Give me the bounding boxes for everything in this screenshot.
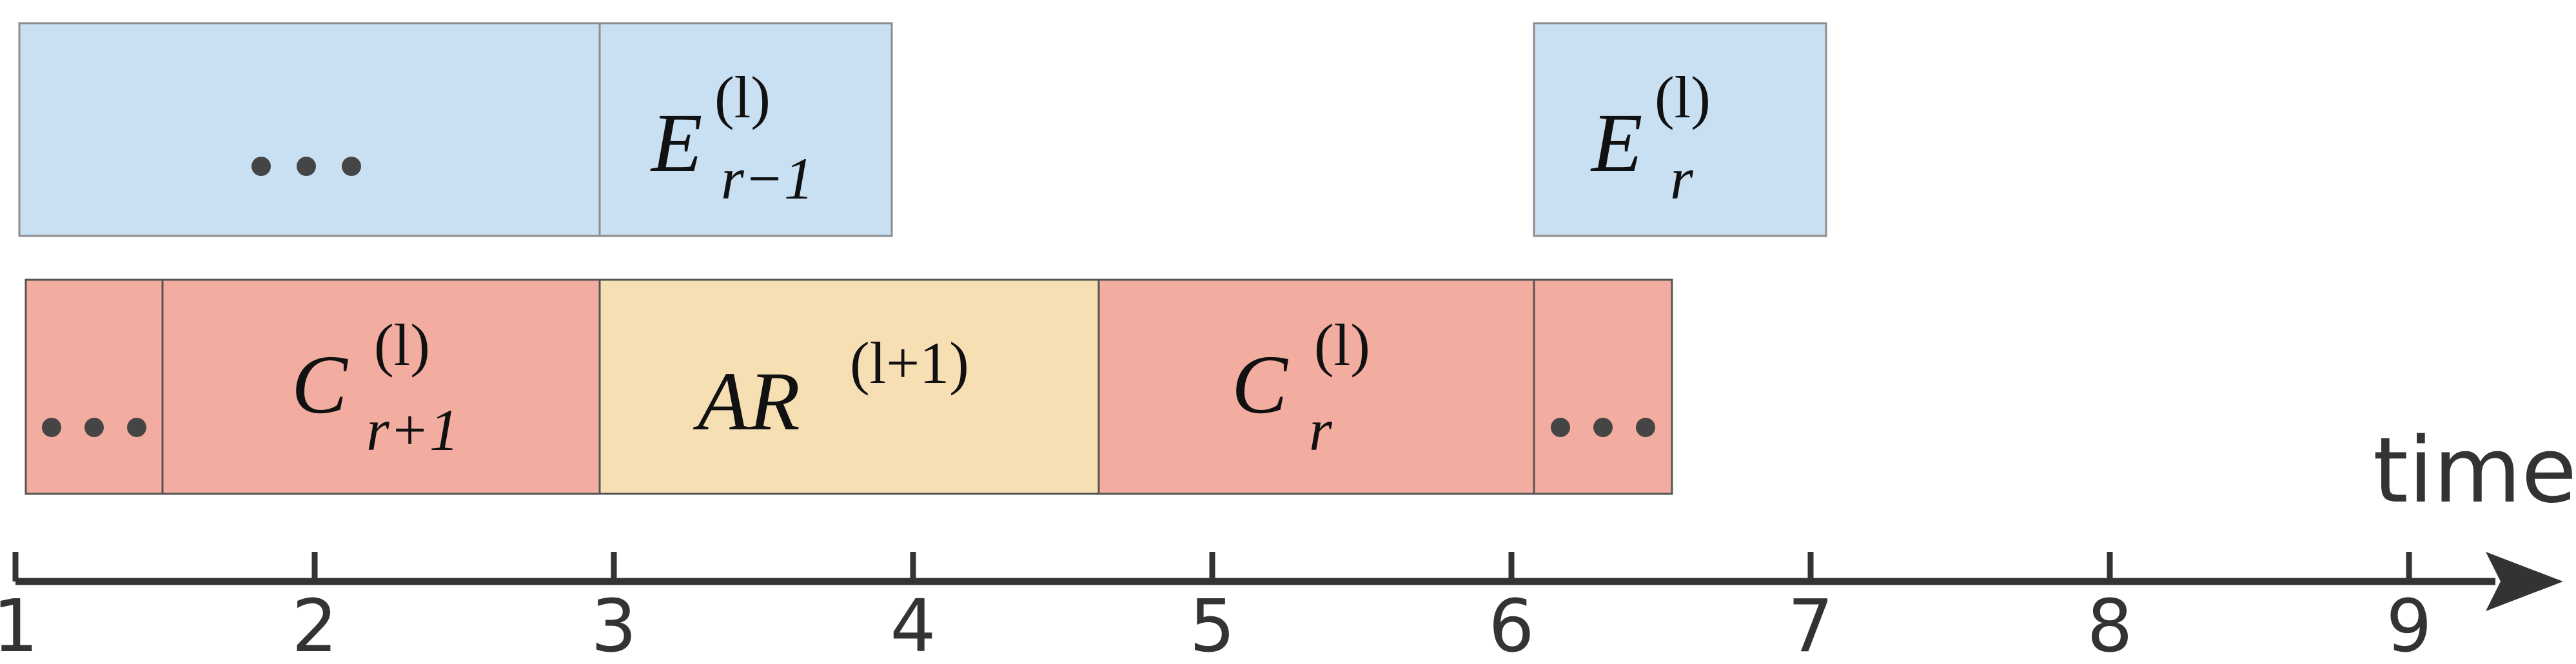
label-e-r-minus-1-sub: r−1 bbox=[721, 146, 814, 211]
bottom-block-dots-left bbox=[25, 278, 164, 495]
label-e-r: E (l) r bbox=[1590, 64, 1711, 211]
axis-ticks: 1 2 3 4 5 6 7 8 9 bbox=[0, 552, 2432, 664]
label-e-r-minus-1-sup: (l) bbox=[714, 64, 771, 130]
label-ar: AR (l+1) bbox=[693, 330, 969, 448]
label-c-r: C (l) r bbox=[1232, 312, 1370, 463]
label-ar-sup: (l+1) bbox=[850, 330, 969, 396]
axis-tick-label: 2 bbox=[291, 585, 337, 664]
axis-tick-label: 8 bbox=[2087, 585, 2132, 664]
label-c-r-sub: r bbox=[1309, 397, 1333, 463]
axis-tick-label: 9 bbox=[2386, 585, 2432, 664]
top-block-e-r bbox=[1533, 22, 1827, 237]
label-ar-base: AR bbox=[693, 355, 800, 448]
label-e-r-sub: r bbox=[1670, 146, 1694, 211]
axis-tick-label: 6 bbox=[1488, 585, 1534, 664]
label-e-r-minus-1: E (l) r−1 bbox=[650, 64, 814, 211]
axis-tick-label: 7 bbox=[1787, 585, 1833, 664]
axis-tick-label: 3 bbox=[591, 585, 636, 664]
label-e-r-minus-1-base: E bbox=[650, 97, 702, 190]
label-c-r-plus-1-sup: (l) bbox=[374, 312, 430, 378]
bottom-dots-ellipsis-right bbox=[1551, 418, 1655, 437]
label-c-r-plus-1-base: C bbox=[291, 338, 348, 431]
label-c-r-plus-1: C (l) r+1 bbox=[291, 312, 459, 463]
axis-arrow-head bbox=[2486, 552, 2563, 611]
axis-tick-label: 4 bbox=[890, 585, 936, 664]
bottom-block-c-r bbox=[1097, 278, 1535, 495]
axis-tick-label: 1 bbox=[0, 585, 39, 664]
top-row: E (l) r−1 E (l) r bbox=[18, 22, 1827, 237]
top-block-e-r-minus-1 bbox=[598, 22, 893, 237]
label-c-r-base: C bbox=[1232, 338, 1288, 431]
axis-tick-label: 5 bbox=[1189, 585, 1235, 664]
bottom-dots-ellipsis-left bbox=[42, 418, 146, 437]
label-c-r-sup: (l) bbox=[1314, 312, 1370, 378]
top-block-dots bbox=[18, 22, 601, 237]
bottom-block-ar bbox=[598, 278, 1100, 495]
bottom-block-dots-right bbox=[1533, 278, 1673, 495]
label-e-r-sup: (l) bbox=[1655, 64, 1711, 130]
axis-title-time: time bbox=[2373, 418, 2576, 523]
label-c-r-plus-1-sub: r+1 bbox=[366, 397, 459, 463]
time-axis: time 1 2 3 4 5 6 7 8 9 bbox=[0, 418, 2576, 664]
label-e-r-base: E bbox=[1590, 97, 1642, 190]
bottom-block-c-r-plus-1 bbox=[161, 278, 601, 495]
top-dots-ellipsis bbox=[251, 157, 361, 176]
bottom-row: C (l) r+1 AR (l+1) C (l) r bbox=[25, 278, 1673, 495]
